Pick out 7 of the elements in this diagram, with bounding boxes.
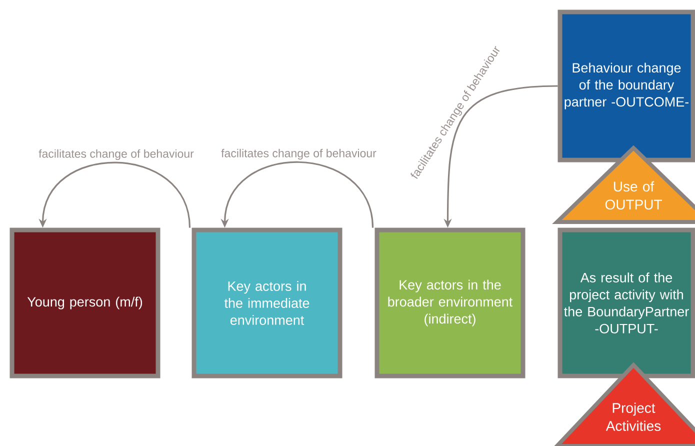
process-box: Behaviour change of the boundary partner -OUTCOME- xyxy=(558,10,695,162)
process-box: Key actors in the immediate environment xyxy=(192,228,342,378)
process-box: As result of the project activity with the BoundaryPartner -OUTPUT- xyxy=(558,228,695,378)
process-box: Key actors in the broader environment (indirect) xyxy=(374,228,526,378)
process-box: Young person (m/f) xyxy=(10,228,160,378)
edge-label: facilitates change of behaviour xyxy=(221,148,376,160)
edge-label: facilitates change of behaviour xyxy=(38,149,194,160)
